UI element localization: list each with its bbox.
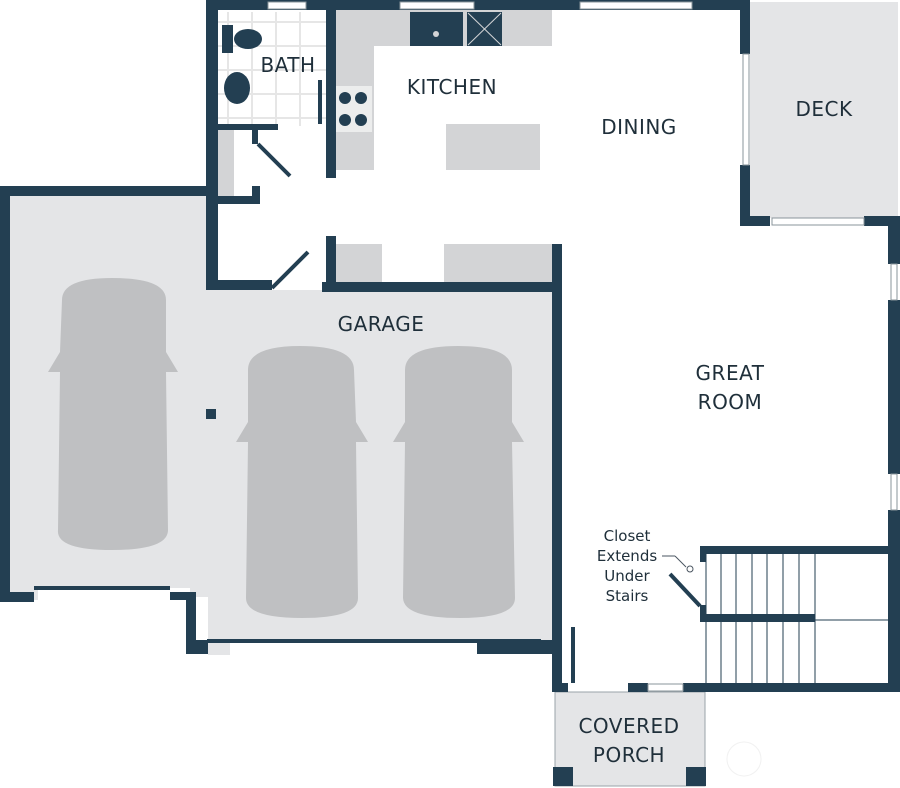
windows (267, 1, 898, 692)
toilet-icon (222, 25, 262, 53)
room-label-dining: DINING (601, 115, 677, 139)
car-icon (236, 346, 368, 618)
deck-floor (750, 2, 898, 218)
room-label-porch-1: COVERED (578, 714, 679, 738)
annotation-line-4: Stairs (606, 587, 649, 605)
room-label-great-room-2: ROOM (698, 390, 763, 414)
car-icon (48, 278, 178, 550)
kitchen-counters (218, 10, 552, 282)
bath-tile-floor (218, 12, 326, 126)
room-label-great-room-1: GREAT (696, 361, 765, 385)
room-label-porch-2: PORCH (593, 743, 665, 767)
sink-basin-icon (224, 72, 250, 104)
garage-post (206, 409, 216, 419)
room-label-bath: BATH (260, 53, 315, 77)
door-swing (270, 250, 310, 290)
room-label-garage: GARAGE (338, 312, 425, 336)
stove-base (336, 86, 372, 132)
door-swing (256, 142, 292, 178)
stove-burners-icon (339, 92, 367, 126)
refrigerator-icon (467, 12, 502, 46)
car-icons (48, 278, 524, 618)
room-label-kitchen: KITCHEN (407, 75, 497, 99)
annotation-leader (662, 555, 694, 573)
porch-floor (554, 691, 706, 787)
room-label-deck: DECK (795, 97, 853, 121)
sink-icon (410, 12, 463, 46)
annotation-line-2: Extends (597, 547, 657, 565)
door-swing (668, 572, 702, 608)
watermark-circle (726, 741, 762, 777)
annotation-line-1: Closet (604, 527, 651, 545)
doors (256, 142, 702, 608)
car-icon (393, 346, 524, 618)
annotation-line-3: Under (604, 567, 650, 585)
sink-drain-icon (433, 31, 439, 37)
